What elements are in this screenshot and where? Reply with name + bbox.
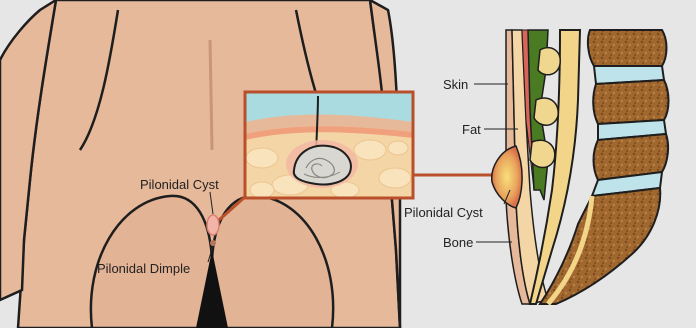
- label-skin: Skin: [443, 77, 468, 92]
- pilonidal-cyst-mark: [207, 215, 219, 235]
- pilonidal-dimple-mark: [210, 240, 216, 246]
- label-fat: Fat: [462, 122, 481, 137]
- label-bone: Bone: [443, 235, 473, 250]
- label-pilonidal-dimple: Pilonidal Dimple: [97, 261, 190, 276]
- label-pilonidal-cyst-spine: Pilonidal Cyst: [404, 205, 483, 220]
- spine-groove: [210, 40, 212, 150]
- vertebra-2: [593, 80, 668, 124]
- label-pilonidal-cyst-body: Pilonidal Cyst: [140, 177, 219, 192]
- spine-cross-section: [492, 30, 669, 304]
- spine-cyst: [492, 146, 522, 208]
- zoom-inset: [245, 92, 413, 198]
- vertebra-1: [588, 30, 667, 66]
